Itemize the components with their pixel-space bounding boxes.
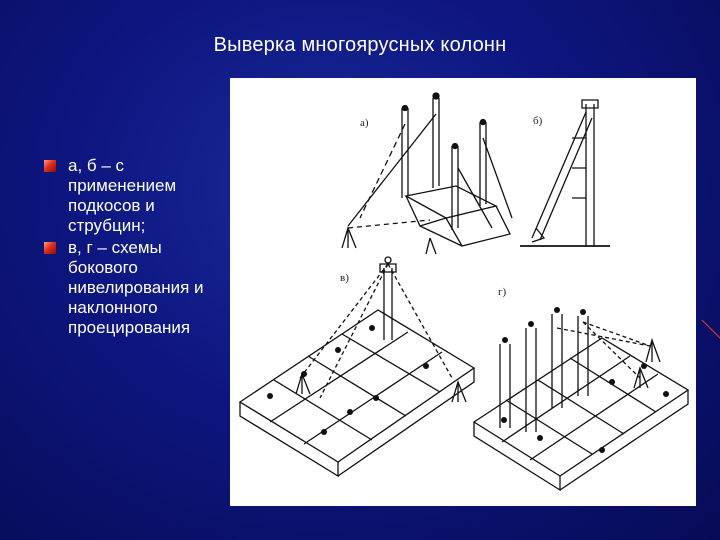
- bullet-item-vg: в, г – схемы бокового нивелирования и на…: [44, 238, 234, 338]
- slide-title: Выверка многоярусных колонн: [213, 34, 507, 56]
- panel-g-diagram: г): [472, 286, 690, 492]
- panel-a-diagram: а): [341, 92, 513, 255]
- bullet-item-ab: а, б – с применением подкосов и струбцин…: [44, 156, 234, 236]
- panel-label-a: а): [360, 117, 369, 129]
- panel-label-g: г): [498, 286, 507, 298]
- panel-label-b: б): [533, 115, 543, 127]
- panel-v-diagram: в): [238, 256, 476, 478]
- bullet-text: в, г – схемы бокового нивелирования и на…: [68, 238, 204, 337]
- bullet-square-icon: [44, 242, 56, 254]
- panel-b-diagram: б): [520, 99, 610, 247]
- column-alignment-drawing: а) б): [230, 78, 696, 506]
- bullet-list: а, б – с применением подкосов и струбцин…: [44, 156, 234, 340]
- panel-label-v: в): [340, 272, 349, 284]
- bullet-text: а, б – с применением подкосов и струбцин…: [68, 156, 177, 235]
- bullet-square-icon: [44, 160, 56, 172]
